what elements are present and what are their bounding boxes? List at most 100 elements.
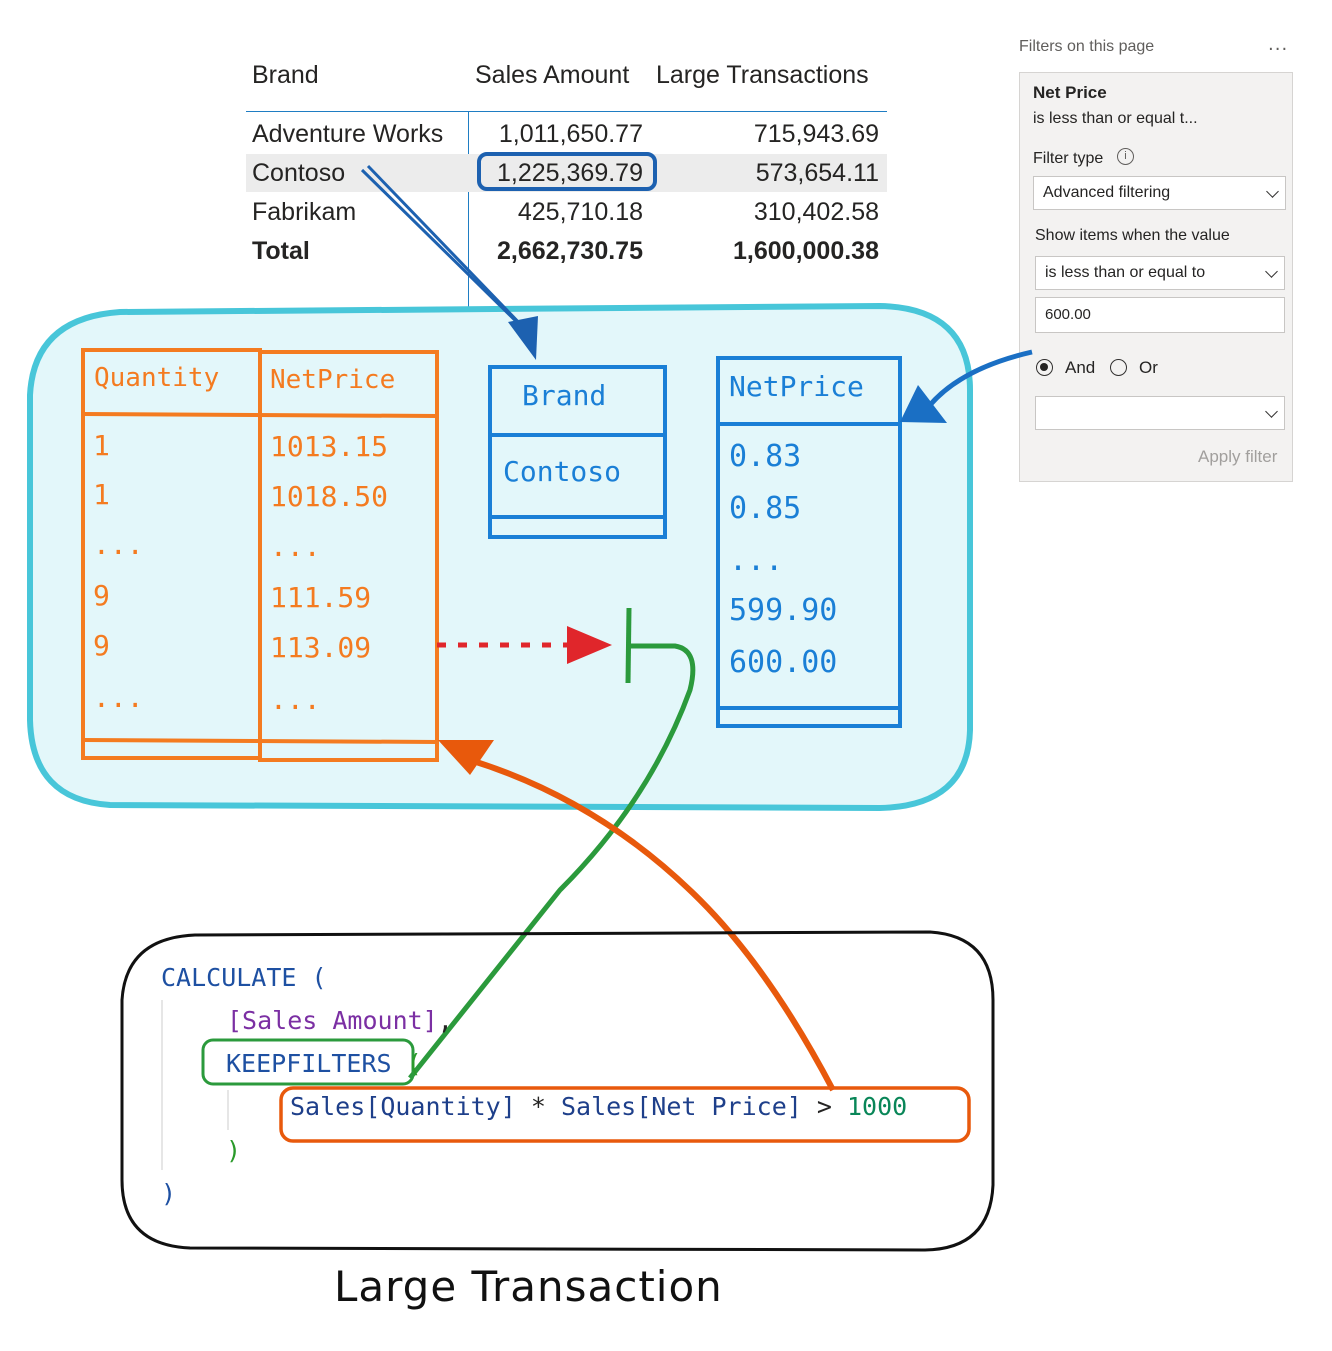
multiply-operator: * [530, 1092, 546, 1121]
comma: , [437, 1006, 453, 1035]
netprice-filter-cell: 599.90 [729, 593, 837, 628]
netprice-cell: 113.09 [270, 631, 371, 664]
filter-field-name[interactable]: Net Price [1033, 83, 1107, 102]
quantity-cell: 1 [93, 429, 110, 462]
cell-brand: Contoso [252, 159, 346, 187]
measure-reference: [Sales Amount] [227, 1006, 438, 1035]
table-total-row: Total 2,662,730.75 1,600,000.38 [246, 232, 887, 270]
quantity-cell: ... [93, 528, 144, 561]
table-row-highlighted[interactable]: Contoso 1,225,369.79 573,654.11 [246, 154, 887, 192]
netprice-filter-header: NetPrice [729, 370, 864, 403]
code-line-1: CALCULATE ( [161, 963, 327, 992]
filter-context-region [27, 302, 973, 812]
column-quantity: [Quantity] [365, 1092, 516, 1121]
or-radio[interactable] [1110, 359, 1127, 376]
cell-sales-amount: 1,011,650.77 [498, 120, 643, 148]
netprice-filter-values: 0.83 0.85 ... 599.90 600.00 [729, 439, 837, 680]
netprice-cell: 111.59 [270, 581, 371, 614]
red-arrowhead [567, 626, 612, 664]
table-row[interactable]: Fabrikam 425,710.18 310,402.58 [246, 193, 887, 231]
open-paren: ( [311, 963, 327, 992]
header-divider [246, 111, 887, 112]
code-line-2: [Sales Amount], [227, 1006, 453, 1035]
cell-sales-amount: 1,225,369.79 [497, 159, 643, 187]
second-condition-dropdown[interactable] [1035, 396, 1285, 430]
table-row[interactable]: Adventure Works 1,011,650.77 715,943.69 [246, 115, 887, 153]
cell-large-transactions: 715,943.69 [753, 120, 879, 148]
netprice-cell: ... [270, 683, 321, 716]
table-name: Sales [560, 1092, 637, 1121]
show-items-label: Show items when the value [1035, 227, 1230, 244]
threshold-number: 1000 [847, 1092, 908, 1121]
cell-brand: Adventure Works [252, 120, 444, 148]
filter-type-label: Filter type [1033, 150, 1104, 167]
or-label[interactable]: Or [1139, 358, 1158, 377]
netprice-table-sketch [716, 356, 902, 728]
cell-brand: Fabrikam [252, 198, 357, 226]
netprice-filter-cell: 0.85 [729, 491, 801, 526]
cell-large-transactions: 310,402.58 [753, 198, 879, 226]
brand-table-sketch [488, 365, 667, 539]
filter-type-value: Advanced filtering [1043, 184, 1171, 201]
orange-arrow [469, 757, 836, 1092]
keepfilters-highlight [201, 1038, 415, 1086]
and-label[interactable]: And [1065, 358, 1096, 377]
filter-arrowhead [900, 385, 947, 423]
calculate-keyword: CALCULATE [161, 963, 297, 992]
close-paren-calculate: ) [161, 1179, 177, 1208]
total-sales-amount: 2,662,730.75 [497, 237, 643, 265]
quantity-cell: 1 [93, 478, 110, 511]
total-large-transactions: 1,600,000.38 [733, 237, 879, 265]
quantity-cell: ... [93, 681, 144, 714]
orange-arrowhead [438, 740, 494, 775]
code-line-3: KEEPFILTERS ( [226, 1049, 422, 1078]
column-header-large-transactions[interactable]: Large Transactions [656, 61, 869, 89]
netprice-filter-cell: 0.83 [729, 439, 801, 474]
condition-dropdown[interactable]: is less than or equal to [1035, 256, 1285, 290]
sales-table-sketch [81, 348, 439, 762]
quantity-cell: 9 [93, 579, 110, 612]
brand-arrow [360, 164, 532, 337]
keepfilters-keyword: KEEPFILTERS [226, 1049, 392, 1078]
code-box [120, 930, 995, 1252]
filter-arrow [928, 349, 1033, 407]
and-radio[interactable] [1036, 359, 1053, 376]
netprice-cell: ... [270, 530, 321, 563]
quantity-cell: 9 [93, 629, 110, 662]
filter-type-dropdown[interactable]: Advanced filtering [1033, 176, 1286, 210]
apply-filter-button[interactable]: Apply filter [1198, 447, 1278, 466]
column-net-price: [Net Price] [636, 1092, 802, 1121]
value-input[interactable]: 600.00 [1035, 297, 1285, 333]
brand-arrowhead [508, 316, 538, 360]
more-options-icon[interactable]: ... [1268, 34, 1289, 55]
diagram-caption: Large Transaction [334, 1262, 723, 1311]
netprice-filter-cell: ... [729, 543, 783, 578]
open-paren: ( [406, 1049, 422, 1078]
total-label: Total [252, 237, 310, 265]
cell-large-transactions: 573,654.11 [755, 159, 879, 187]
filter-pane-title: Filters on this page [1019, 38, 1155, 55]
code-line-4: Sales[Quantity] * Sales[Net Price] > 100… [290, 1092, 907, 1121]
green-block-mark [408, 607, 696, 1080]
quantity-values: 1 1 ... 9 9 ... [93, 429, 144, 714]
table-name: Sales [290, 1092, 366, 1121]
condition-highlight [279, 1086, 971, 1143]
brand-value: Contoso [503, 455, 621, 488]
netprice-cell: 1013.15 [270, 430, 388, 463]
info-icon[interactable]: i [1117, 148, 1134, 165]
quantity-header: Quantity [94, 363, 219, 393]
filter-card: Net Price is less than or equal t... Fil… [1019, 72, 1293, 482]
greater-than-operator: > [816, 1092, 832, 1121]
netprice-values: 1013.15 1018.50 ... 111.59 113.09 ... [270, 430, 388, 716]
condition-value: is less than or equal to [1045, 264, 1206, 281]
selected-cell-outline [477, 152, 657, 191]
column-header-sales-amount[interactable]: Sales Amount [475, 61, 630, 89]
column-header-brand[interactable]: Brand [252, 61, 319, 89]
netprice-cell: 1018.50 [270, 480, 388, 513]
cell-sales-amount: 425,710.18 [517, 198, 643, 226]
filter-summary: is less than or equal t... [1033, 110, 1198, 127]
brand-header: Brand [522, 379, 606, 412]
netprice-header: NetPrice [270, 365, 395, 395]
column-divider [468, 112, 469, 324]
